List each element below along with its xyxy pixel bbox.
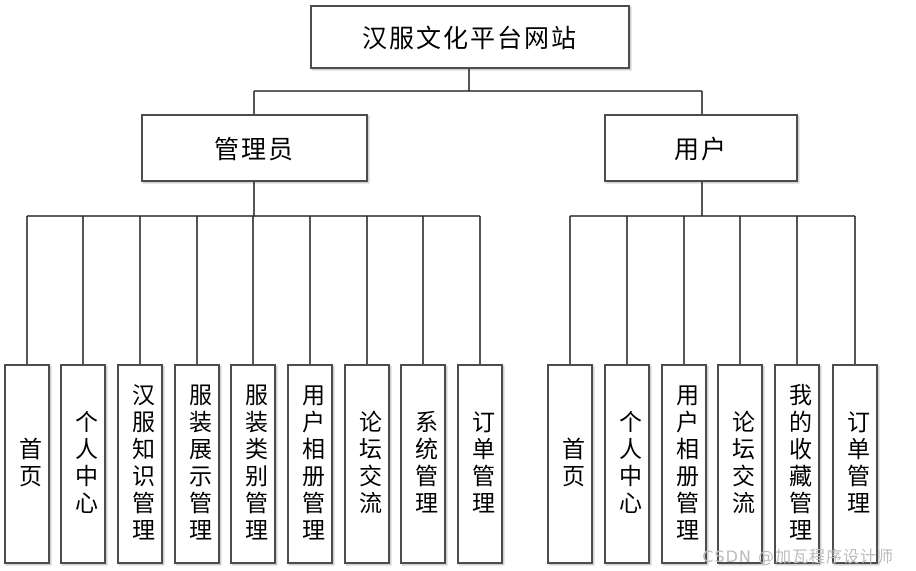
admin-leaf-clothing-category: 服装类别管理: [230, 364, 276, 564]
admin-leaf-user-album: 用户相册管理: [287, 364, 333, 564]
admin-leaf-home: 首页: [4, 364, 50, 564]
leaf-label: 用户相册管理: [671, 383, 698, 545]
admin-leaf-personal-center: 个人中心: [60, 364, 106, 564]
leaf-label: 首页: [557, 437, 584, 491]
leaf-label: 用户相册管理: [297, 383, 324, 545]
leaf-label: 订单管理: [467, 410, 494, 518]
user-leaf-home: 首页: [547, 364, 593, 564]
user-leaf-personal-center: 个人中心: [604, 364, 650, 564]
user-leaf-my-favorites: 我的收藏管理: [774, 364, 820, 564]
admin-branch-label: 管理员: [213, 135, 295, 164]
leaf-label: 服装展示管理: [184, 383, 211, 545]
root-label: 汉服文化平台网站: [361, 24, 578, 53]
leaf-label: 汉服知识管理: [127, 383, 154, 545]
root-box: 汉服文化平台网站: [310, 5, 630, 69]
user-leaf-user-album: 用户相册管理: [661, 364, 707, 564]
user-leaf-forum: 论坛交流: [717, 364, 763, 564]
admin-leaf-order: 订单管理: [457, 364, 503, 564]
leaf-label: 系统管理: [410, 410, 437, 518]
leaf-label: 个人中心: [614, 410, 641, 518]
leaf-label: 服装类别管理: [240, 383, 267, 545]
leaf-label: 首页: [14, 437, 41, 491]
leaf-label: 论坛交流: [354, 410, 381, 518]
admin-leaf-forum: 论坛交流: [344, 364, 390, 564]
admin-branch-box: 管理员: [141, 114, 368, 182]
admin-leaf-clothing-display: 服装展示管理: [174, 364, 220, 564]
admin-leaf-system: 系统管理: [400, 364, 446, 564]
leaf-label: 订单管理: [842, 410, 869, 518]
user-leaf-order: 订单管理: [832, 364, 878, 564]
leaf-label: 我的收藏管理: [784, 383, 811, 545]
leaf-label: 论坛交流: [727, 410, 754, 518]
user-branch-box: 用户: [604, 114, 798, 182]
watermark: CSDN @加瓦程序设计师: [702, 547, 894, 566]
user-branch-label: 用户: [673, 135, 728, 164]
leaf-label: 个人中心: [70, 410, 97, 518]
admin-leaf-hanfu-knowledge: 汉服知识管理: [117, 364, 163, 564]
